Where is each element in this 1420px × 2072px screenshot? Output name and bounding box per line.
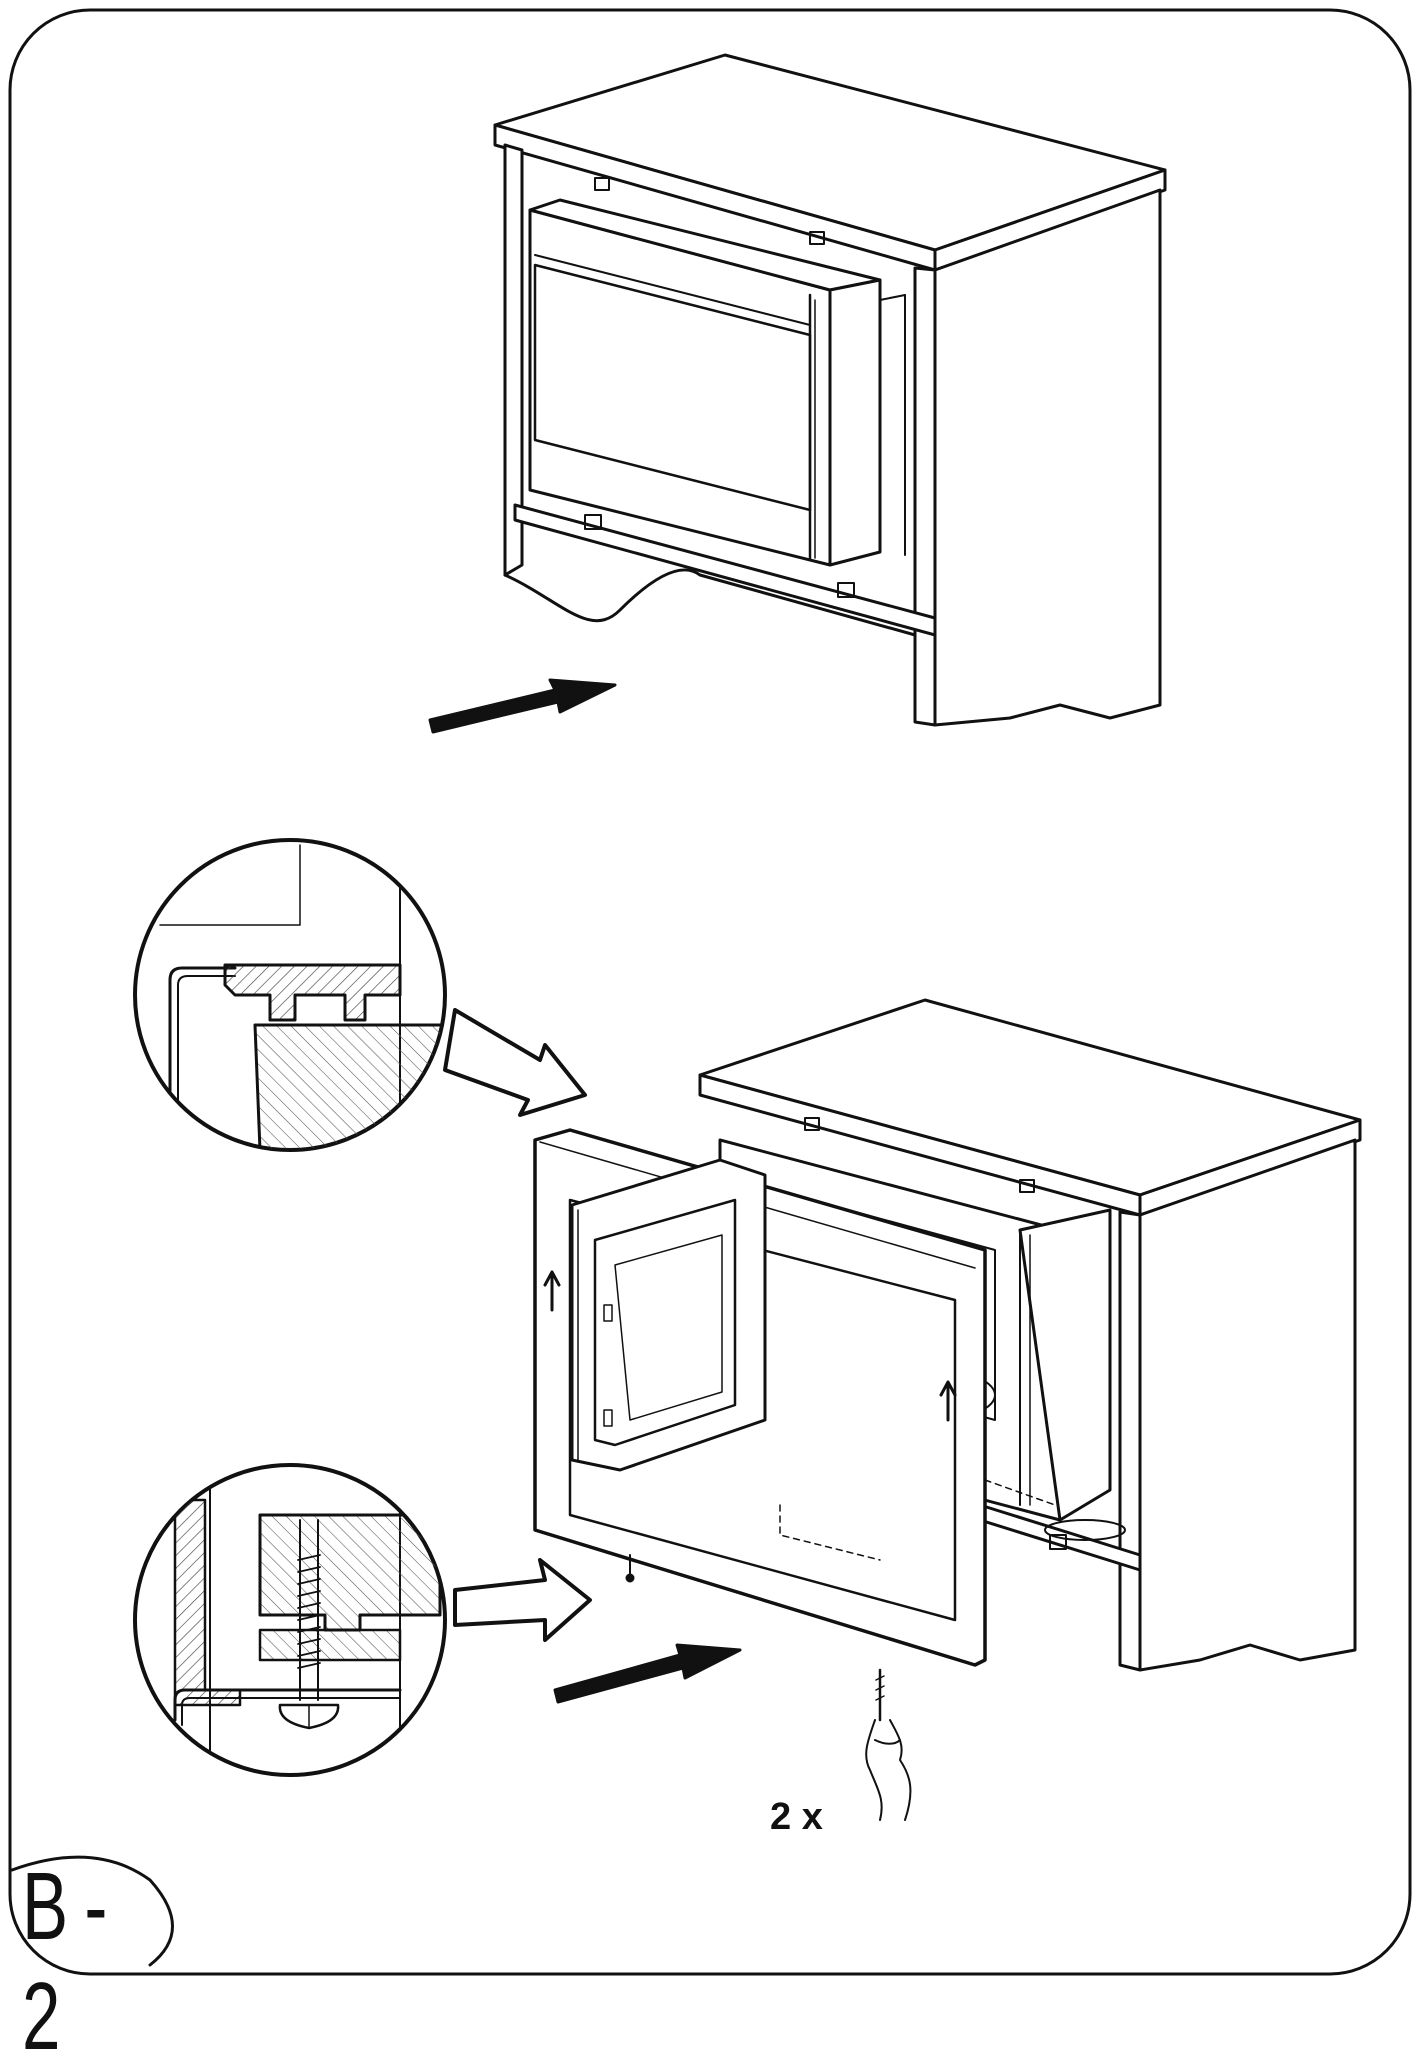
cabinet-with-frame-bottom xyxy=(533,998,1362,1821)
installation-diagram xyxy=(8,8,1412,1976)
page-border xyxy=(8,8,1412,1976)
insert-arrow-top xyxy=(428,678,617,734)
detail-arrow-bottom xyxy=(453,1558,592,1642)
cabinet-with-oven-top xyxy=(493,53,1167,727)
step-label-bubble xyxy=(10,1855,174,1967)
detail-top-bracket xyxy=(133,838,447,1152)
screw-count-label: 2 x xyxy=(770,1796,823,1838)
insert-arrow-bottom xyxy=(553,1643,742,1704)
detail-bottom-screw xyxy=(133,1463,447,1777)
hand-icon xyxy=(865,1719,912,1821)
step-label: B - 2 xyxy=(22,1853,107,2070)
detail-arrow-top xyxy=(443,1008,587,1117)
instruction-sheet: B - 2 2 x xyxy=(8,8,1412,2070)
